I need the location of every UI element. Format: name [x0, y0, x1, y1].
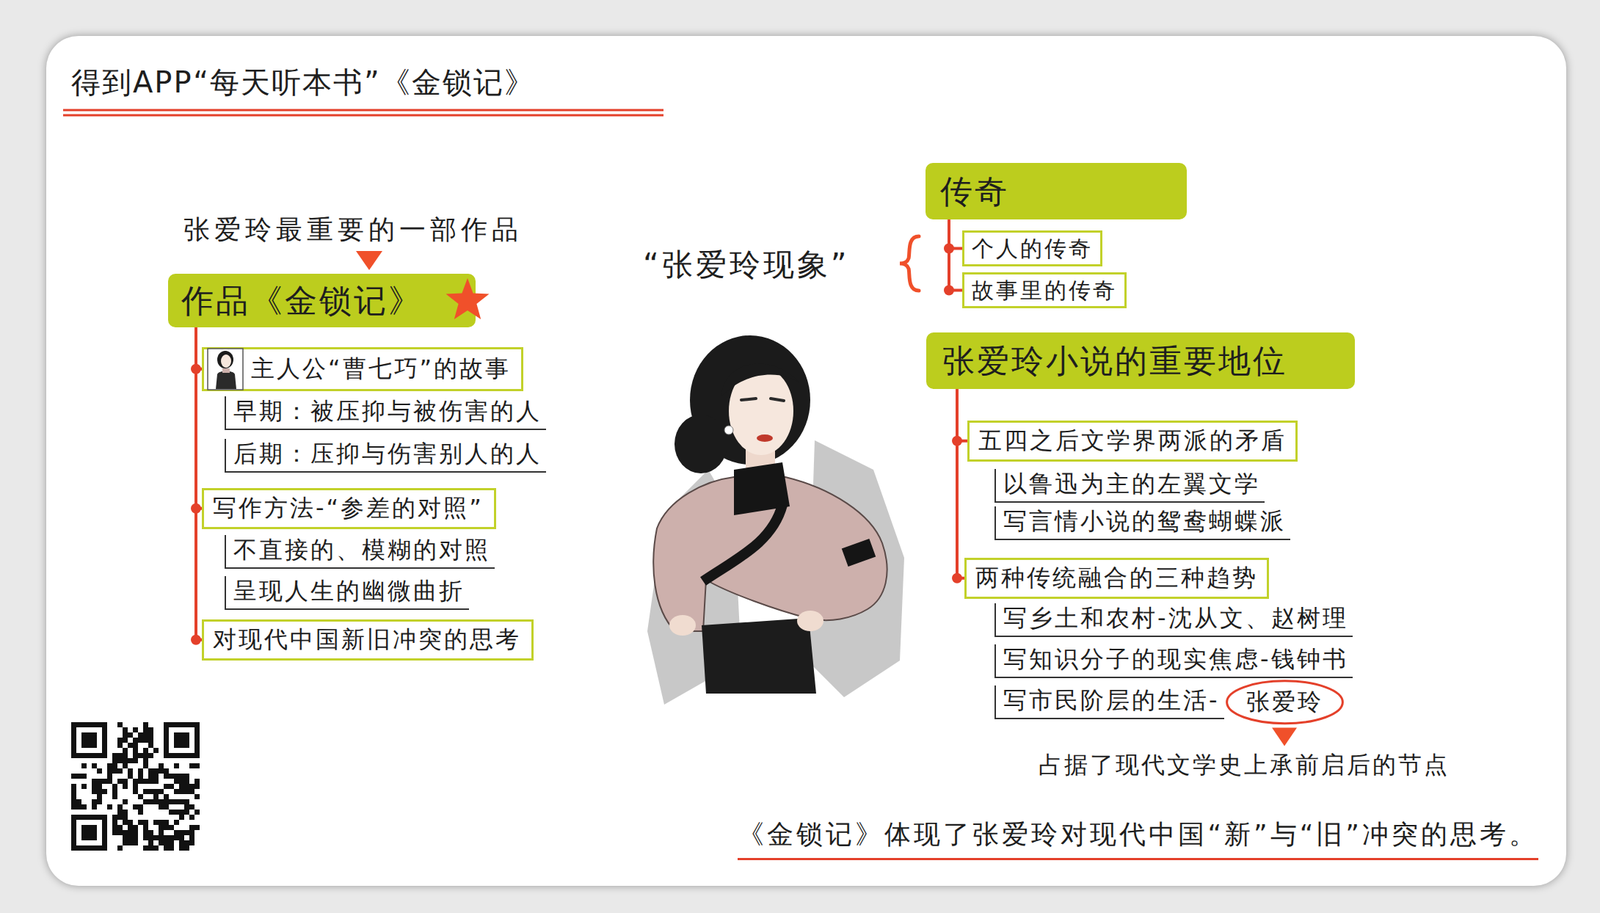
node-text: 五四之后文学界两派的矛盾: [978, 425, 1287, 457]
node-text: 个人的传奇: [971, 234, 1093, 263]
qr-modules: [71, 722, 200, 851]
icon-hair: [217, 350, 234, 369]
pointer-triangle: [1271, 728, 1297, 747]
sub-item: 不直接的、模糊的对照: [224, 535, 495, 569]
subtopic-box: 写作方法-“参差的对照”: [201, 488, 497, 530]
node-text: 对现代中国新旧冲突的思考: [212, 624, 522, 656]
title: 得到APP“每天听本书”《金锁记》: [71, 63, 536, 102]
branch-dot: [190, 634, 202, 646]
subtopic-box: 两种传统融合的三种趋势: [964, 557, 1269, 599]
subtopic-box: 对现代中国新旧冲突的思考: [201, 619, 534, 661]
hand: [669, 615, 696, 636]
branch-dot: [943, 285, 955, 296]
hand: [797, 610, 824, 632]
topic-box: 作品《金锁记》: [168, 273, 476, 328]
dynamic-decoration: [1271, 728, 1297, 747]
node-text: 作品《金锁记》: [181, 279, 423, 322]
sub-item: 写市民阶层的生活-: [994, 685, 1225, 720]
node-text: 写作方法-“参差的对照”: [212, 493, 484, 525]
sub-item: 呈现人生的幽微曲折: [224, 576, 469, 610]
topic-box: 传奇: [925, 162, 1187, 220]
label-text: “张爱玲现象”: [642, 245, 850, 286]
sub-item: 写言情小说的鸳鸯蝴蝶派: [994, 506, 1291, 541]
icon-face: [220, 354, 232, 368]
subtopic-box: 五四之后文学界两派的矛盾: [967, 420, 1298, 462]
node-text: 主人公“曹七巧”的故事: [251, 353, 511, 385]
skirt: [701, 617, 817, 694]
trim: [703, 504, 783, 582]
branch-dot: [951, 573, 963, 584]
caption: 《金锁记》体现了张爱玲对现代中国“新”与“旧”冲突的思考。: [737, 817, 1539, 861]
sub-item: 写知识分子的现实焦虑-钱钟书: [994, 644, 1353, 679]
star-icon: [443, 276, 492, 326]
branch-connector: [948, 219, 963, 290]
subtopic-box: 主人公“曹七巧”的故事: [201, 347, 524, 392]
fringe: [721, 363, 800, 397]
pointer-triangle: [355, 251, 383, 271]
icon-collar: [222, 368, 230, 373]
sub-item: 早期：被压抑与被伤害的人: [224, 396, 547, 431]
qr-ground: [68, 719, 203, 854]
brace: [899, 236, 919, 291]
label-text: 张爱玲最重要的一部作品: [183, 212, 523, 248]
armband: [841, 538, 876, 567]
subtopic-box: 个人的传奇: [962, 230, 1103, 267]
topic-box: 张爱玲小说的重要地位: [926, 332, 1355, 389]
title-underline: [63, 114, 664, 117]
ellipse-shape: [1226, 681, 1343, 724]
icon-body: [215, 370, 237, 389]
eyes: [741, 398, 784, 401]
circled-name: 张爱玲: [1225, 679, 1344, 726]
icon-frame: [207, 348, 243, 390]
node-text: 传奇: [940, 170, 1173, 213]
subtopic-box: 故事里的传奇: [962, 272, 1127, 309]
lips: [756, 434, 773, 442]
earring: [724, 425, 734, 435]
sub-item: 以鲁迅为主的左翼文学: [994, 468, 1265, 503]
qr-code: [68, 719, 203, 854]
title-underline: [63, 109, 664, 112]
label-text: 占据了现代文学史上承前启后的节点: [1038, 750, 1450, 781]
branch-connector: [957, 388, 968, 442]
branch-connector: [195, 327, 202, 640]
woman-illustration: [647, 335, 905, 705]
star-shape: [446, 278, 490, 320]
sub-item: 后期：压抑与伤害别人的人: [224, 438, 547, 473]
node-text: 张爱玲: [1246, 686, 1324, 718]
node-text: 两种传统融合的三种趋势: [975, 562, 1258, 594]
node-text: 故事里的传奇: [971, 275, 1118, 305]
branch-connector: [957, 388, 965, 579]
node-text: 张爱玲小说的重要地位: [942, 339, 1339, 382]
sub-item: 写乡土和农村-沈从文、赵树理: [994, 603, 1353, 638]
hair-bun: [674, 414, 728, 474]
portrait-icon: [206, 347, 244, 391]
